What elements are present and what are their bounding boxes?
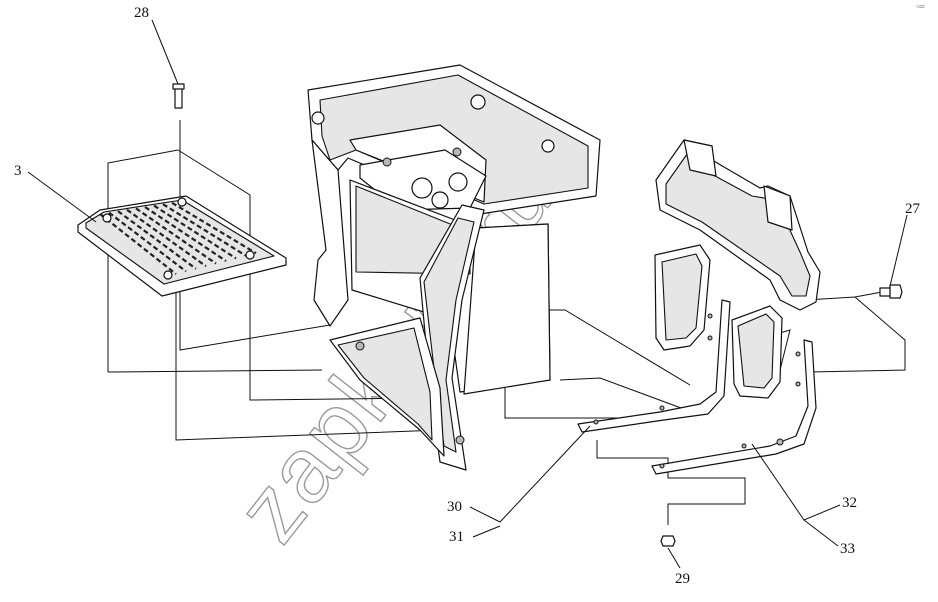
- bolt-27: [879, 284, 903, 299]
- nut-29: [660, 535, 676, 547]
- callout-33: 33: [840, 541, 855, 557]
- grate-slot: [117, 210, 197, 270]
- grating-plate: [77, 195, 287, 297]
- support-arm-right: [651, 339, 817, 475]
- callout-31: 31: [449, 529, 464, 545]
- callout-32: 32: [842, 495, 857, 511]
- support-arm-left: [577, 299, 731, 433]
- callout-30: 30: [447, 499, 462, 515]
- rear-bracket-frame: [654, 139, 821, 399]
- grate-slot: [162, 203, 247, 257]
- leader-lines: [27, 19, 908, 569]
- grate-slot: [144, 206, 227, 262]
- grate-slot: [108, 211, 187, 273]
- callout-29: 29: [675, 571, 690, 587]
- callout-28: 28: [134, 5, 149, 21]
- step-box-assembly: [307, 64, 601, 471]
- callout-labels: 28 3 27 30 31 32 33 29: [14, 5, 921, 587]
- grate-slot: [99, 213, 177, 275]
- corner-mark: ◦═: [916, 2, 925, 11]
- grate-slot: [135, 207, 217, 265]
- grate-slot: [153, 204, 237, 260]
- grate-slot: [171, 201, 257, 255]
- callout-3: 3: [14, 163, 22, 179]
- bolt-28: [172, 83, 185, 109]
- grate-slot: [126, 208, 207, 268]
- callout-27: 27: [905, 201, 921, 217]
